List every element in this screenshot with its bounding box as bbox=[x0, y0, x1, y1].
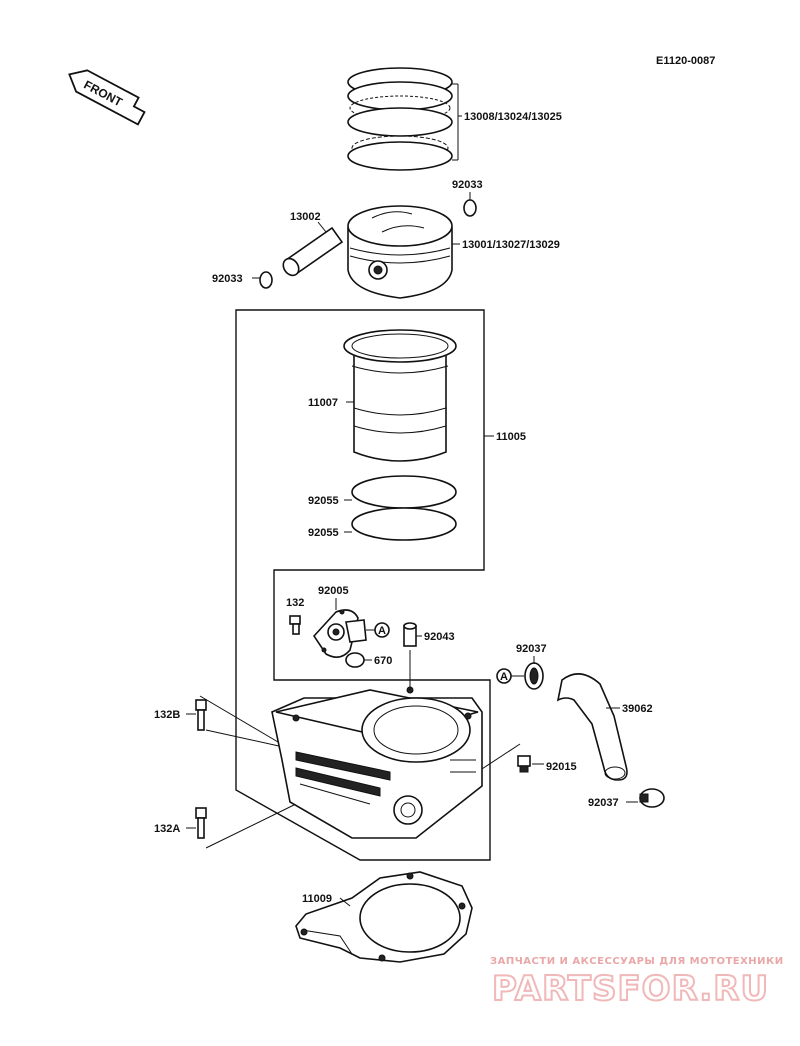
callout-13001: 13001/13027/13029 bbox=[462, 239, 560, 251]
callout-92015: 92015 bbox=[546, 761, 577, 773]
piston-pin bbox=[282, 226, 344, 277]
callout-11005: 11005 bbox=[496, 431, 526, 443]
callout-13008: 13008/13024/13025 bbox=[464, 111, 562, 123]
callout-13002: 13002 bbox=[290, 211, 321, 223]
callout-11007: 11007 bbox=[308, 397, 338, 409]
piston bbox=[347, 205, 453, 299]
bolt-132a bbox=[195, 807, 207, 839]
watermark-tagline: ЗАПЧАСТИ И АКСЕССУАРЫ ДЛЯ МОТОТЕХНИКИ bbox=[490, 956, 784, 967]
coolant-hose bbox=[556, 673, 628, 781]
circle-a-marker-2: A bbox=[496, 668, 512, 684]
dowel-pin bbox=[403, 622, 417, 647]
bolt-132b bbox=[195, 699, 207, 731]
circlip-upper bbox=[463, 199, 477, 217]
nut-92015 bbox=[517, 755, 531, 773]
callout-92037-lower: 92037 bbox=[588, 797, 619, 809]
o-ring-upper bbox=[351, 475, 457, 509]
cylinder-sleeve bbox=[343, 329, 457, 462]
circlip-lower bbox=[259, 271, 273, 289]
callout-92055-lower: 92055 bbox=[308, 527, 339, 539]
o-ring-670 bbox=[345, 652, 365, 668]
callout-92037-upper: 92037 bbox=[516, 643, 547, 655]
callout-11009: 11009 bbox=[302, 893, 332, 905]
bolt-132 bbox=[289, 615, 301, 635]
callout-132: 132 bbox=[286, 597, 304, 609]
callout-92033-lower: 92033 bbox=[212, 273, 243, 285]
callout-39062: 39062 bbox=[622, 703, 653, 715]
circle-a-marker-1: A bbox=[374, 622, 390, 638]
cylinder-block bbox=[271, 686, 483, 839]
svg-text:A: A bbox=[500, 671, 508, 683]
cylinder-assembly-boundary bbox=[235, 309, 491, 861]
callout-132a: 132A bbox=[154, 823, 180, 835]
callout-132b: 132B bbox=[154, 709, 180, 721]
callout-92005: 92005 bbox=[318, 585, 349, 597]
callout-92033-upper: 92033 bbox=[452, 179, 483, 191]
head-gasket bbox=[295, 871, 473, 963]
diagram-ref-code: E1120-0087 bbox=[656, 55, 715, 67]
o-ring-lower bbox=[351, 507, 457, 541]
front-arrow-icon: FRONT bbox=[68, 69, 146, 126]
hose-clamp-lower bbox=[639, 788, 665, 808]
piston-rings bbox=[347, 67, 462, 171]
callout-92055-upper: 92055 bbox=[308, 495, 339, 507]
water-fitting bbox=[312, 609, 367, 658]
callout-670: 670 bbox=[374, 655, 392, 667]
watermark-brand: PARTSFOR.RU bbox=[492, 969, 769, 1009]
callout-92043: 92043 bbox=[424, 631, 455, 643]
svg-text:A: A bbox=[378, 625, 386, 637]
hose-clamp-upper bbox=[524, 662, 544, 690]
